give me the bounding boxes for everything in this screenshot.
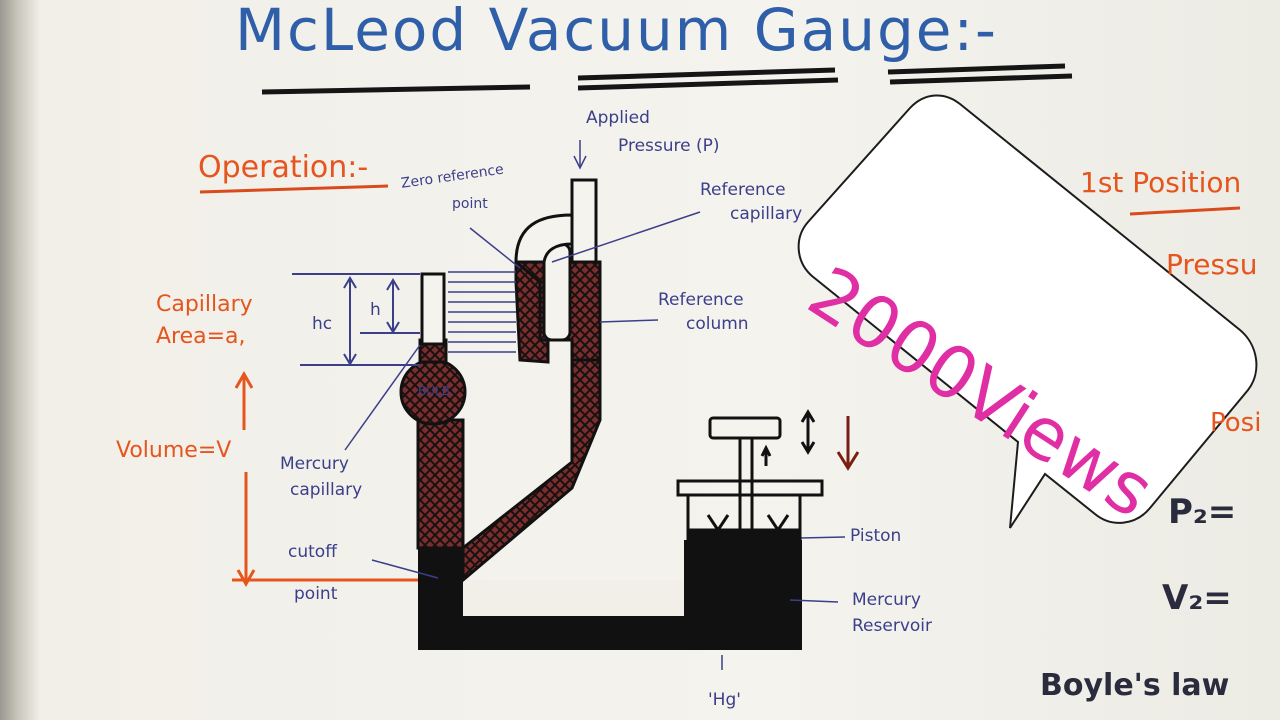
- volume-arrow: [232, 370, 418, 588]
- position-note-2: Posi: [1210, 408, 1262, 438]
- page-title: McLeod Vacuum Gauge:-: [235, 0, 998, 64]
- capillary-area-label: Area=a,: [156, 324, 246, 349]
- downward-arrow: [836, 416, 860, 471]
- mercury-left-foot: [418, 548, 463, 650]
- views-speech-bubble: [797, 94, 1258, 529]
- cutoff-label: cutoff: [288, 542, 337, 562]
- hc-label: hc: [312, 314, 333, 334]
- mercury-capillary-label-2: capillary: [290, 480, 363, 500]
- applied-label: Applied: [586, 108, 650, 128]
- mercury-reservoir-label-2: Reservoir: [852, 616, 932, 636]
- boyles-law-note: Boyle's law: [1040, 668, 1230, 703]
- reference-column-label: Reference: [658, 290, 744, 310]
- piston-label: Piston: [850, 526, 902, 546]
- pressure-note: Pressu: [1166, 248, 1258, 281]
- operation-heading: Operation:-: [198, 150, 369, 185]
- applied-pressure-inlet: [570, 178, 598, 264]
- capillary-label: Capillary: [156, 292, 253, 317]
- scale-ticks: [448, 271, 516, 353]
- v2-note: V₂=: [1162, 578, 1232, 618]
- hg-label: 'Hg': [708, 690, 741, 710]
- volume-label: Volume=V: [116, 438, 232, 463]
- closed-capillary: [420, 272, 446, 346]
- pointer-lines: [344, 140, 846, 670]
- reference-bend: [514, 213, 574, 264]
- reference-capillary: [542, 242, 572, 342]
- h-label: h: [370, 300, 381, 320]
- reference-column-label-2: column: [686, 314, 749, 334]
- zero-reference-point-label: point: [452, 196, 488, 212]
- height-markers: [292, 273, 420, 366]
- mercury-reservoir: [684, 540, 802, 650]
- position-note: 1st Position: [1080, 166, 1242, 199]
- title-underline: [261, 63, 1073, 95]
- cutoff-point-label: point: [294, 584, 338, 604]
- bulb-label: BULB: [418, 384, 450, 398]
- p2-note: P₂=: [1168, 492, 1237, 532]
- u-tube-inner-channel: [463, 580, 684, 616]
- heading-underline: [199, 184, 1241, 216]
- reference-capillary-label-2: capillary: [730, 204, 803, 224]
- reference-capillary-label: Reference: [700, 180, 786, 200]
- mercury-capillary-label: Mercury: [280, 454, 349, 474]
- piston-assembly: [676, 409, 824, 544]
- mercury-reservoir-label: Mercury: [852, 590, 921, 610]
- pressure-label: Pressure (P): [618, 136, 720, 156]
